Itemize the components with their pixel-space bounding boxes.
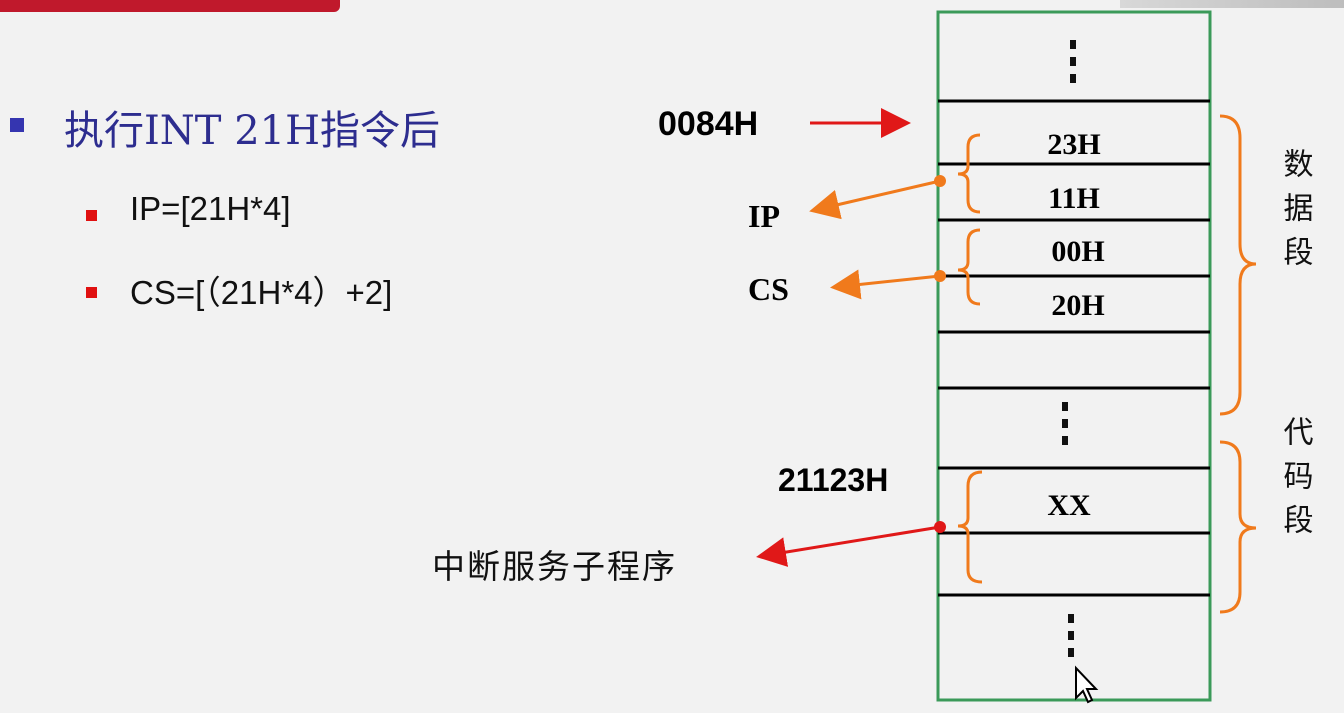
- cell-20h: 20H: [1051, 289, 1104, 322]
- ip-arrow: [809, 179, 941, 220]
- service-routine-label: 中断服务子程序: [432, 547, 677, 586]
- inner-bracket-cs: [957, 228, 981, 306]
- inner-bracket-ip: [957, 133, 981, 214]
- logo: [1120, 0, 1344, 8]
- main-bullet-text: 执行INT 21H指令后: [64, 108, 440, 154]
- code-segment-label: 代码段: [1278, 416, 1314, 548]
- ellipsis-middle: [1062, 402, 1068, 445]
- inner-bracket-service: [957, 470, 983, 584]
- code-segment-bracket: [1219, 440, 1257, 614]
- title-strip: [0, 0, 340, 12]
- register-cs: CS: [748, 271, 789, 307]
- cs-arrow: [830, 269, 941, 300]
- register-ip: IP: [748, 198, 780, 234]
- sub-bullet-icon: [86, 210, 97, 221]
- cell-xx: XX: [1047, 489, 1091, 522]
- main-bullet-icon: [10, 118, 24, 132]
- cell-11h: 11H: [1048, 182, 1100, 215]
- mouse-cursor-icon: [1075, 665, 1099, 704]
- sub-bullet-cs: CS=[（21H*4）+2]: [130, 274, 393, 311]
- address-0084h: 0084H: [658, 105, 758, 143]
- sub-bullet-ip: IP=[21H*4]: [130, 190, 291, 227]
- sub-bullet-icon: [86, 287, 97, 298]
- address-21123h: 21123H: [778, 462, 888, 498]
- data-segment-label: 数据段: [1278, 148, 1314, 280]
- memory-box: [936, 10, 1212, 702]
- cell-23h: 23H: [1047, 128, 1100, 161]
- data-segment-bracket: [1219, 114, 1257, 416]
- service-arrow: [756, 525, 941, 567]
- cell-00h: 00H: [1051, 235, 1104, 268]
- ellipsis-bottom: [1068, 614, 1074, 657]
- memory-cell-lines: [938, 99, 1210, 597]
- ellipsis-top: [1070, 40, 1076, 83]
